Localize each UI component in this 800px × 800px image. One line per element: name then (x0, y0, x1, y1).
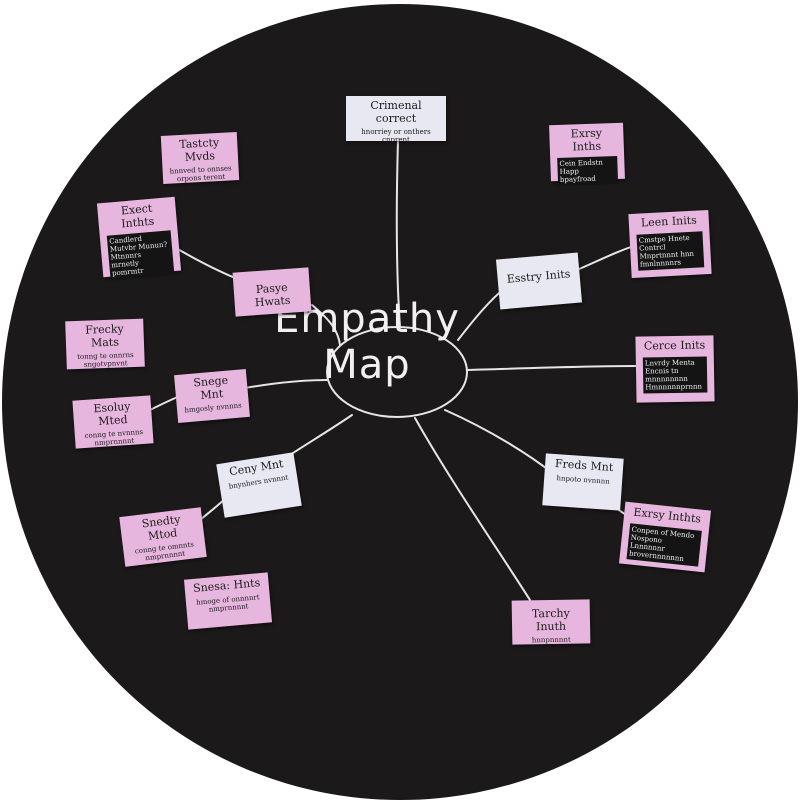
note-right-top: Leen Inits Cmstpe Hnete Contrcl Mnprtnnn… (628, 209, 712, 279)
note-right-mid-2: Cerce Inits Lnvrdy Menta Encnis tn mnnnn… (635, 335, 715, 403)
note-right-top-title: Leen Inits (640, 213, 698, 230)
note-lower-right-text: hnpoto nvnnnn (556, 473, 611, 486)
note-left-mid-title: Pasye Hwats (254, 280, 291, 309)
note-left-top-title: Frecky Mats (85, 322, 124, 350)
note-bottom-right-panel: Conpen of Mendo Nospono Lnnnnnnr brovern… (626, 522, 702, 567)
note-right-mid: Esstry Inits (495, 252, 583, 310)
note-right-mid-2-panel: Lnvrdy Menta Encnis tn mnnnnnnnn Hmnnnnn… (642, 356, 708, 394)
note-left-low: Esoluy Mted conng te nvnnns nmprnnnnt (72, 395, 154, 449)
line-to-snege (244, 379, 328, 389)
note-left-top-text: tonng te onnrns sngotvpnvnt (76, 351, 134, 370)
note-top-right: Exrsy Inths Cein Endstn Happ bpayfroad (549, 122, 625, 187)
note-bottom-left-lower-text: hmoge of onnnnrt nmprnnnnt (195, 592, 260, 614)
note-top-right-panel: Cein Endstn Happ bpayfroad (557, 156, 619, 187)
note-lower-right: Freds Mnt hnpoto nvnnnn (542, 453, 624, 511)
note-right-top-panel: Cmstpe Hnete Contrcl Mnprtnnnt hnn fmnln… (636, 230, 705, 271)
note-left-low-title: Esoluy Mted (93, 399, 131, 428)
line-to-pasye (311, 304, 341, 346)
note-left-mid-2-text: hmgosly nvnnns (184, 401, 243, 415)
note-top-left-small-text: hnnved to onnses orpons terent (169, 164, 232, 184)
line-to-top (395, 139, 401, 328)
line-to-bottom (414, 417, 531, 601)
note-left-mid-2: Snege Mnt hmgosly nvnnns (174, 368, 250, 424)
title-line-2: Map (323, 342, 411, 388)
note-bottom-center: Tarchy Inuth hnnpnnnnt (511, 599, 591, 645)
note-top-left-card: Exect Inthts Candlerd Mutvbr Munun? Mtnn… (96, 196, 182, 281)
note-left-top: Frecky Mats tonng te onnrns sngotvpnvnt (65, 318, 145, 370)
note-left-mid: Pasye Hwats (232, 267, 312, 317)
note-top-left-card-title: Exect Inthts (120, 201, 155, 231)
note-right-mid-2-title: Cerce Inits (643, 338, 706, 353)
note-top-right-title: Exrsy Inths (570, 126, 603, 154)
line-to-ceny (289, 414, 353, 456)
center-ellipse (326, 326, 468, 418)
note-top-title: Crimenal correct (370, 99, 422, 125)
note-bottom-left-lower: Snesa: Hnts hmoge of onnnnrt nmprnnnnt (183, 572, 273, 630)
note-bottom-center-text: hnnpnnnnt (531, 635, 571, 645)
line-to-cerce (466, 365, 637, 371)
note-top-left-small-title: Tastcty Mvds (178, 135, 220, 164)
note-bottom-center-title: Tarchy Inuth (531, 606, 570, 633)
note-bottom-left: Snedty Mtod conng te omnnts nmprnnnnt (119, 507, 207, 567)
note-top-left-small: Tastcty Mvds hnnved to onnses orpons ter… (160, 132, 240, 184)
note-right-mid-title: Esstry Inits (506, 267, 571, 286)
note-top-text: hnorriey or onthers cnprent (361, 128, 431, 145)
note-top-left-card-panel: Candlerd Mutvbr Munun? Mtnnnrs mrnetly p… (106, 230, 175, 281)
note-top: Crimenal correct hnorriey or onthers cnp… (346, 96, 446, 145)
note-lower-right-title: Freds Mnt (554, 457, 614, 475)
note-left-mid-2-title: Snege Mnt (192, 373, 229, 402)
note-bottom-right: Exrsy Inthts Conpen of Mendo Nospono Lnn… (618, 501, 712, 573)
